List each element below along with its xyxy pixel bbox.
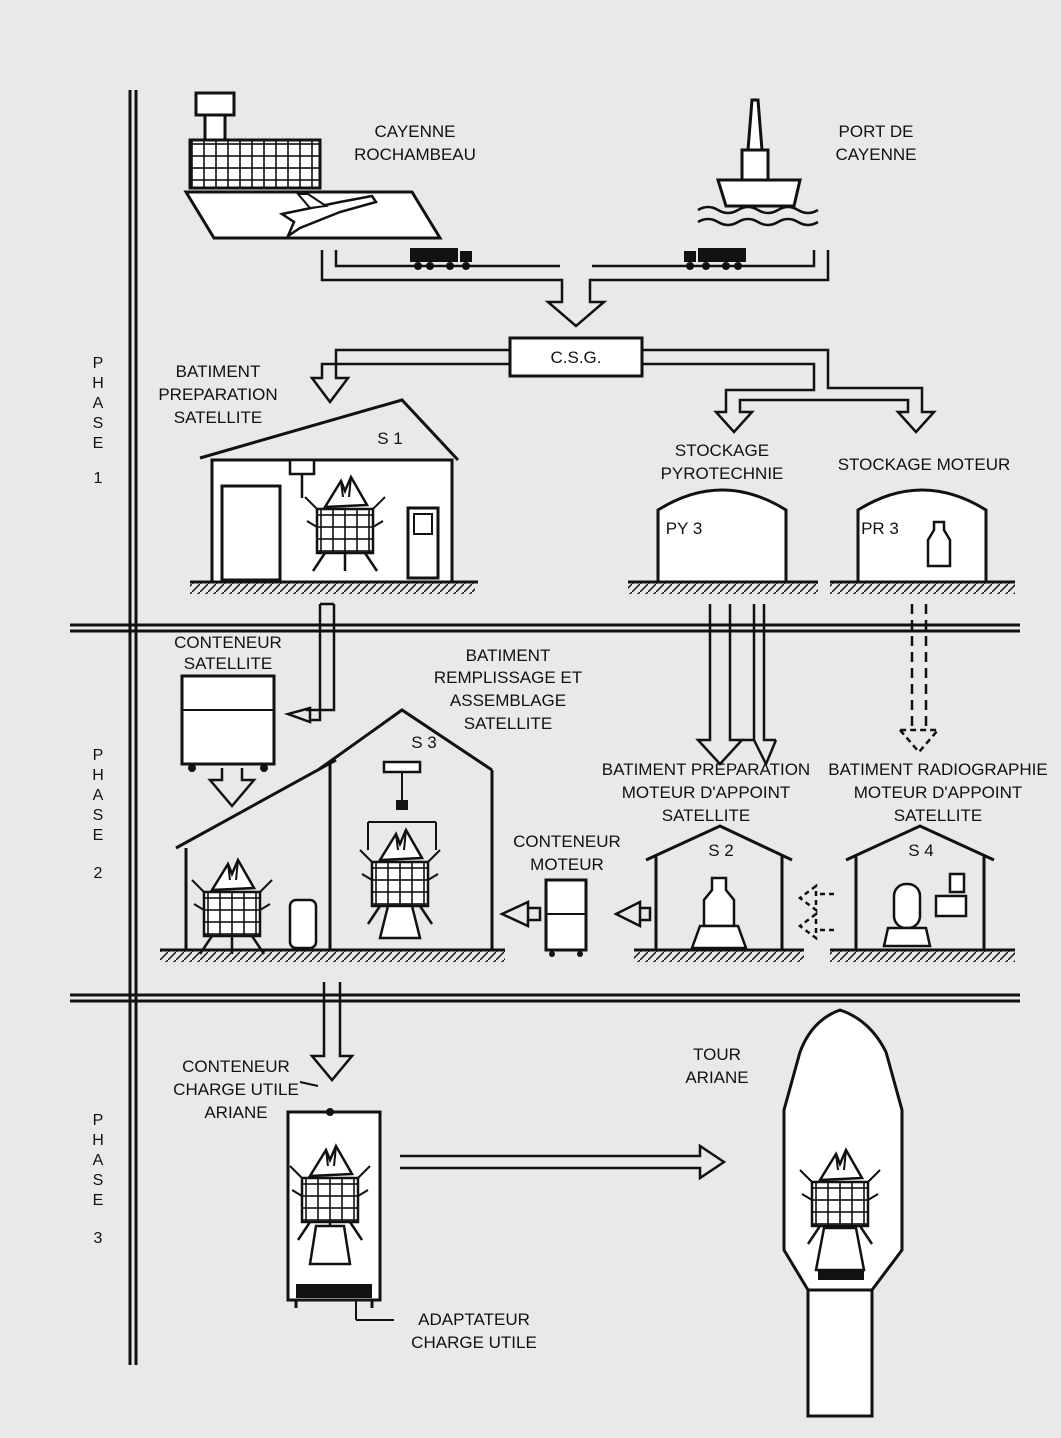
port-ship-icon bbox=[697, 98, 819, 227]
s2-label: S 2 bbox=[708, 841, 734, 860]
tour-ariane-line2: ARIANE bbox=[685, 1068, 748, 1087]
cayenne-port-label: CAYENNE bbox=[836, 145, 917, 164]
bat-prep-moteur-line2: MOTEUR D'APPOINT bbox=[622, 783, 791, 802]
conteneur-moteur-line1: CONTENEUR bbox=[513, 832, 621, 851]
conteneur-moteur-line2: MOTEUR bbox=[530, 855, 604, 874]
airport-icon bbox=[183, 91, 443, 240]
bat-radio-line2: MOTEUR D'APPOINT bbox=[854, 783, 1023, 802]
conteneur-charge-line1: CONTENEUR bbox=[182, 1057, 290, 1076]
bunker-py3: PY 3 bbox=[628, 488, 818, 594]
arrival-flow-arrows bbox=[320, 250, 830, 328]
s1-label: S 1 bbox=[377, 429, 403, 448]
stockage-pyro-line1: STOCKAGE bbox=[675, 441, 769, 460]
phase3-flow-arrows bbox=[309, 982, 727, 1181]
svg-text:2: 2 bbox=[94, 865, 103, 882]
svg-text:3: 3 bbox=[94, 1230, 103, 1247]
phase-axes bbox=[70, 90, 1020, 1365]
conteneur-sat-line2: SATELLITE bbox=[184, 654, 273, 673]
tour-ariane-line1: TOUR bbox=[693, 1045, 741, 1064]
csg-box: C.S.G. bbox=[508, 336, 644, 378]
bat-rempl-line2: REMPLISSAGE ET bbox=[434, 668, 582, 687]
phase-2-label: P H A S E 2 bbox=[92, 747, 104, 882]
engine-container bbox=[544, 878, 588, 957]
adaptateur-line1: ADAPTATEUR bbox=[418, 1310, 530, 1329]
conteneur-sat-line1: CONTENEUR bbox=[174, 633, 282, 652]
bat-prep-sat-line2: PREPARATION bbox=[158, 385, 277, 404]
adaptateur-line2: CHARGE UTILE bbox=[411, 1333, 537, 1352]
stockage-moteur-label: STOCKAGE MOTEUR bbox=[838, 455, 1011, 474]
svg-text:P: P bbox=[93, 1112, 104, 1129]
svg-text:P: P bbox=[93, 747, 104, 764]
svg-text:A: A bbox=[93, 787, 104, 804]
csg-flow-arrows bbox=[309, 348, 937, 434]
bat-radio-line3: SATELLITE bbox=[894, 806, 983, 825]
svg-text:S: S bbox=[93, 807, 104, 824]
building-s3 bbox=[160, 708, 505, 962]
phase-1-label: P H A S E 1 bbox=[92, 355, 104, 487]
payload-container bbox=[286, 1081, 394, 1321]
py3-label: PY 3 bbox=[666, 519, 703, 538]
pr3-label: PR 3 bbox=[861, 519, 899, 538]
ariane-fairing bbox=[782, 1008, 904, 1418]
csg-label: C.S.G. bbox=[550, 348, 601, 367]
building-s4: S 4 bbox=[830, 824, 1015, 962]
bat-rempl-line1: BATIMENT bbox=[466, 646, 551, 665]
svg-text:1: 1 bbox=[94, 470, 103, 487]
s4-label: S 4 bbox=[908, 841, 934, 860]
bunker-pr3: PR 3 bbox=[830, 488, 1015, 594]
stockage-pyro-line2: PYROTECHNIE bbox=[661, 464, 784, 483]
rochambeau-label: ROCHAMBEAU bbox=[354, 145, 476, 164]
building-s1 bbox=[190, 398, 478, 594]
bat-rempl-line4: SATELLITE bbox=[464, 714, 553, 733]
svg-text:H: H bbox=[92, 375, 104, 392]
conteneur-charge-line3: ARIANE bbox=[204, 1103, 267, 1122]
building-s2: S 2 bbox=[634, 824, 804, 962]
cayenne-label: CAYENNE bbox=[375, 122, 456, 141]
svg-text:H: H bbox=[92, 767, 104, 784]
bat-prep-moteur-line3: SATELLITE bbox=[662, 806, 751, 825]
phase2-flow-arrows bbox=[207, 602, 941, 941]
svg-text:H: H bbox=[92, 1132, 104, 1149]
svg-text:S: S bbox=[93, 1172, 104, 1189]
svg-text:A: A bbox=[93, 1152, 104, 1169]
svg-text:A: A bbox=[93, 395, 104, 412]
svg-text:P: P bbox=[93, 355, 104, 372]
conteneur-charge-line2: CHARGE UTILE bbox=[173, 1080, 299, 1099]
bat-rempl-line3: ASSEMBLAGE bbox=[450, 691, 566, 710]
svg-text:E: E bbox=[93, 435, 104, 452]
svg-text:S: S bbox=[93, 415, 104, 432]
satellite-container bbox=[180, 674, 276, 772]
bat-prep-sat-line3: SATELLITE bbox=[174, 408, 263, 427]
s3-label: S 3 bbox=[411, 733, 437, 752]
phase-3-label: P H A S E 3 bbox=[92, 1112, 104, 1247]
svg-text:E: E bbox=[93, 827, 104, 844]
bat-prep-moteur-line1: BATIMENT PREPARATION bbox=[602, 760, 810, 779]
bat-prep-sat-line1: BATIMENT bbox=[176, 362, 261, 381]
port-de-label: PORT DE bbox=[839, 122, 914, 141]
bat-radio-line1: BATIMENT RADIOGRAPHIE bbox=[828, 760, 1047, 779]
svg-text:E: E bbox=[93, 1192, 104, 1209]
